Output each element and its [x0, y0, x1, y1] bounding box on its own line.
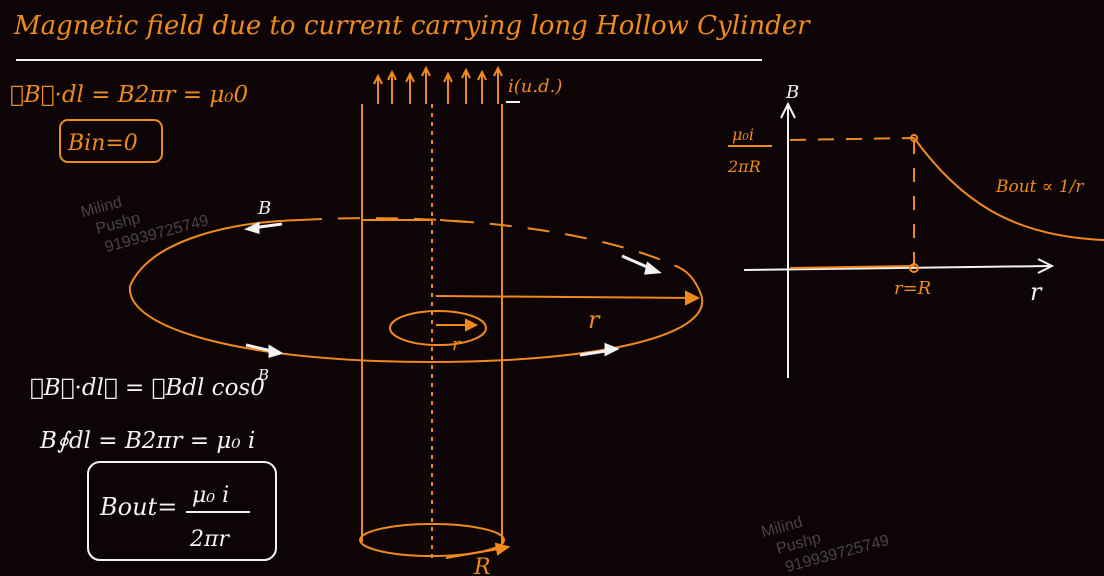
graph-y-axis-label: B	[785, 82, 799, 103]
amperian-loop-back-dashed	[299, 217, 681, 269]
radius-capital-r-arrow	[445, 542, 511, 559]
b-in-equation: Bin=0	[67, 131, 138, 156]
b-out-denominator: 2πr	[189, 527, 230, 552]
b-out-numerator: μ₀ i	[192, 483, 229, 508]
b-out-box	[87, 461, 277, 561]
amperian-loop-front	[128, 267, 704, 364]
radius-capital-r-label: R	[473, 555, 491, 576]
radius-r-label: r	[588, 306, 601, 334]
watermark-top: Milind Pushp 919939725749	[79, 194, 211, 256]
ampere-outside-line1: ∮B⃗·dl⃗ = ∮Bdl cos0	[30, 375, 265, 401]
inner-amperian-loop	[389, 310, 487, 346]
ampere-outside-b-label: B	[257, 366, 269, 384]
page-title: Magnetic field due to current carrying l…	[13, 11, 811, 41]
field-b-label: B	[257, 198, 271, 219]
ampere-outside-line2: B∮dl = B2πr = μ₀ i	[39, 428, 255, 454]
hollow-cylinder	[359, 104, 505, 560]
b-in-box	[59, 119, 163, 163]
inner-r-label: r	[452, 334, 462, 355]
b-out-lhs: Bout=	[99, 493, 177, 521]
graph-axes	[743, 101, 1055, 378]
inner-radius-arrow	[436, 318, 479, 332]
current-arrows	[373, 65, 503, 104]
b-out-proportional-label: Bout ∝ 1/r	[995, 177, 1084, 197]
graph-x-axis-label: r	[1030, 278, 1043, 306]
current-label: i(u.d.)	[508, 76, 562, 97]
radius-r-arrow	[435, 290, 701, 306]
peak-value-denominator: 2πR	[727, 157, 761, 176]
amperian-loop-back	[129, 219, 301, 287]
graph-plot	[789, 134, 1104, 273]
peak-value-numerator: μ₀i	[732, 125, 754, 144]
ampere-inside-equation: ∮B⃗·dl = B2πr = μ₀0	[10, 82, 248, 108]
watermark-bottom: Milind Pushp 919939725749	[760, 514, 892, 576]
r-equals-capital-r-label: r=R	[894, 278, 931, 299]
field-direction-arrows	[243, 221, 662, 359]
